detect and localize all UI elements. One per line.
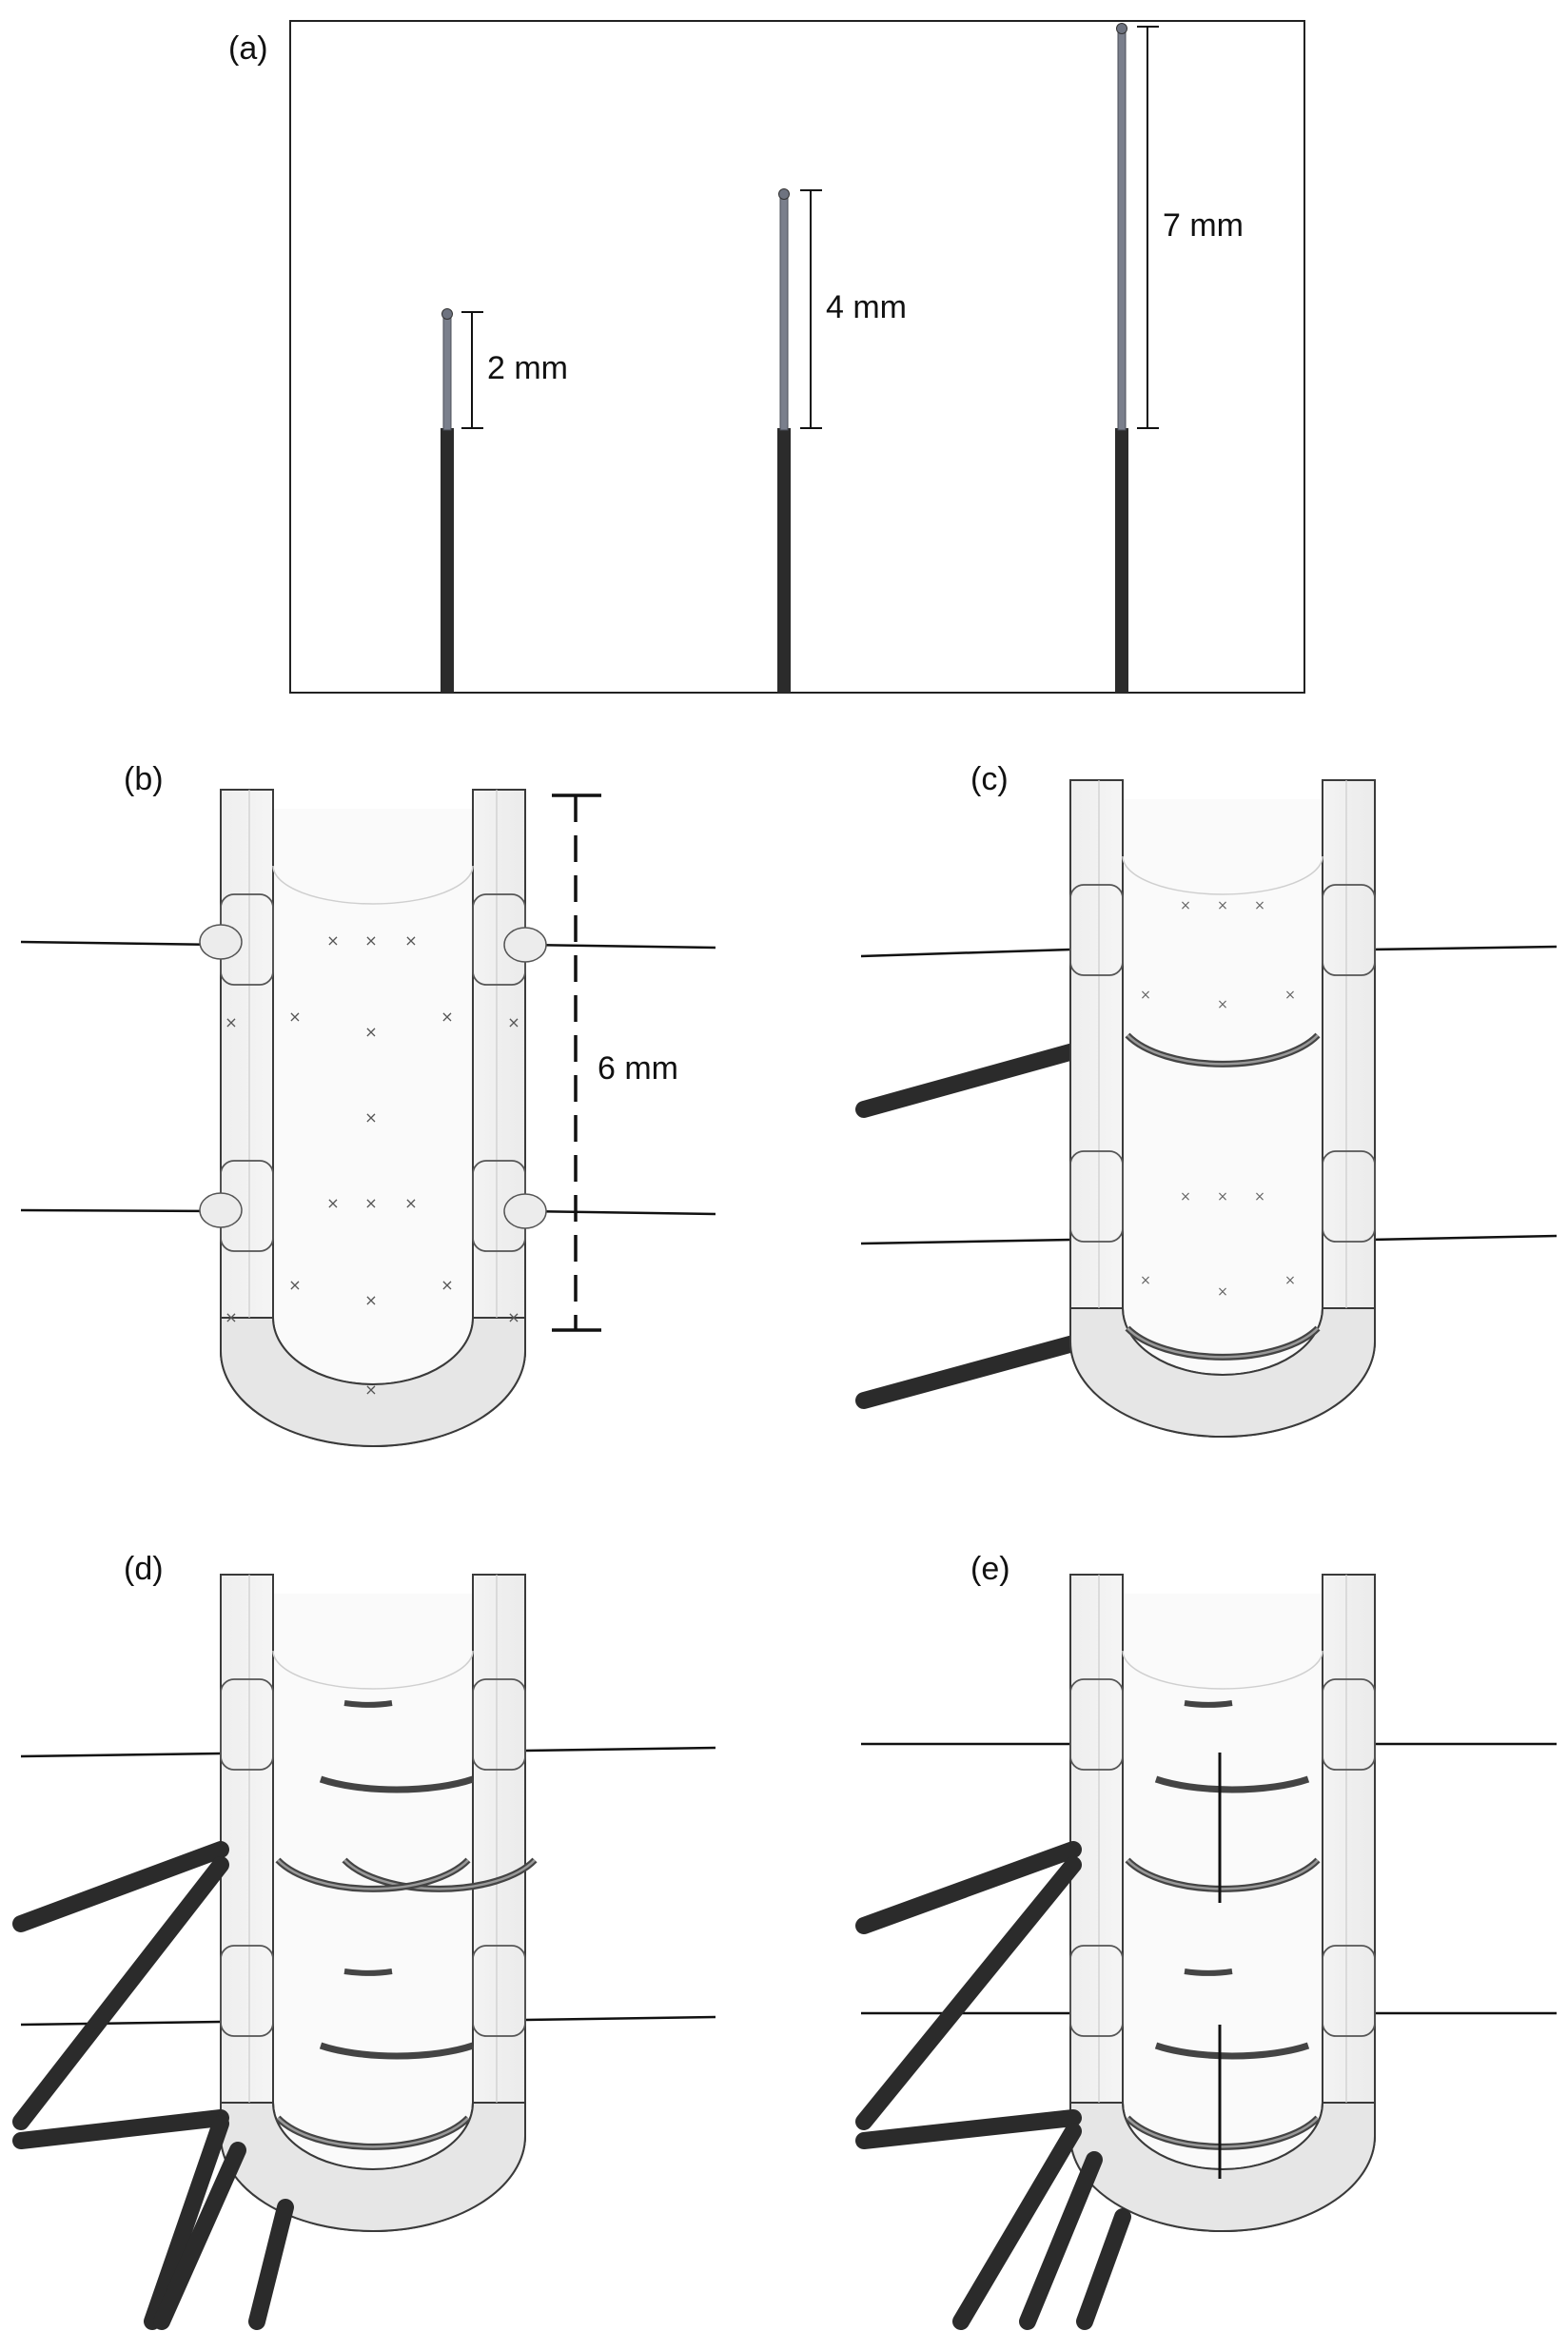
- svg-text:×: ×: [1254, 898, 1265, 913]
- svg-text:×: ×: [441, 1276, 453, 1294]
- electrode-tip: [778, 188, 790, 200]
- panel-b: (b) × × × × × × × × × × × × × × × × × ×: [20, 761, 716, 1447]
- dimension-label-2mm: 2 mm: [487, 350, 568, 386]
- electrode-rod: [441, 428, 454, 693]
- dimension-label-4mm: 4 mm: [826, 289, 907, 325]
- electrode-needle: [779, 195, 789, 431]
- panel-c: (c) × × × × × × × × × × × ×: [855, 761, 1558, 1438]
- panel-e-label: (e): [970, 1551, 1010, 1587]
- electrode-4mm: 4 mm: [777, 188, 907, 693]
- electrode-arcs: [1127, 1700, 1318, 2146]
- svg-text:×: ×: [507, 1308, 519, 1326]
- svg-text:×: ×: [225, 1308, 237, 1326]
- svg-text:×: ×: [364, 1023, 377, 1041]
- svg-text:×: ×: [364, 1194, 377, 1212]
- electrode-marks: × × × × × × × × × × × × × × × × × ×: [225, 931, 519, 1399]
- svg-text:×: ×: [326, 931, 339, 950]
- svg-text:×: ×: [225, 1013, 237, 1031]
- connector-bumps: [199, 924, 547, 1229]
- svg-text:×: ×: [1140, 1273, 1151, 1288]
- electrode-marks: × × × × × × × × × × × ×: [1140, 898, 1296, 1300]
- svg-text:×: ×: [364, 1291, 377, 1309]
- panel-a-label: (a): [228, 30, 268, 67]
- dimension-bracket: [800, 189, 822, 429]
- wires: [20, 1746, 716, 2027]
- svg-text:×: ×: [1254, 1189, 1265, 1205]
- electrode-rod: [1115, 428, 1128, 693]
- electrode-arcs: [278, 1700, 535, 2146]
- svg-text:×: ×: [364, 931, 377, 950]
- electrode-needle: [442, 315, 452, 431]
- svg-text:×: ×: [364, 1108, 377, 1126]
- panel-d: (d): [12, 1551, 716, 2330]
- dimension-bracket: [461, 311, 483, 429]
- electrode-rod: [777, 428, 791, 693]
- svg-text:×: ×: [1217, 1284, 1228, 1300]
- electrode-tip: [441, 308, 453, 320]
- svg-text:×: ×: [1180, 1189, 1191, 1205]
- electrode-7mm: 7 mm: [1115, 23, 1244, 693]
- electrode-needle: [1117, 29, 1127, 431]
- wires: [861, 1742, 1557, 2015]
- wires: [20, 940, 716, 1216]
- thick-rods: [855, 1043, 1082, 1409]
- svg-text:×: ×: [1140, 988, 1151, 1003]
- svg-text:×: ×: [404, 1194, 417, 1212]
- thick-rods: [855, 1841, 1131, 2330]
- panel-e: (e): [855, 1551, 1557, 2330]
- svg-text:×: ×: [507, 1013, 519, 1031]
- device-body: [1069, 1574, 1376, 2232]
- thick-rods: [12, 1841, 294, 2330]
- dimension-label-7mm: 7 mm: [1163, 207, 1244, 244]
- svg-text:×: ×: [288, 1008, 301, 1026]
- device-body: [1069, 779, 1376, 1438]
- wires: [860, 945, 1558, 1245]
- svg-text:×: ×: [288, 1276, 301, 1294]
- svg-text:×: ×: [1217, 997, 1228, 1012]
- svg-text:×: ×: [326, 1194, 339, 1212]
- svg-text:×: ×: [1217, 1189, 1228, 1205]
- svg-text:×: ×: [441, 1008, 453, 1026]
- panel-a-frame: [289, 20, 1305, 694]
- svg-text:×: ×: [1217, 898, 1228, 913]
- panel-a: (a) 2 mm 4 mm: [228, 20, 1305, 694]
- panel-b-label: (b): [124, 761, 164, 797]
- device-body: [220, 1574, 526, 2232]
- svg-text:×: ×: [364, 1381, 377, 1399]
- dimension-label-6mm: 6 mm: [598, 1050, 678, 1087]
- svg-text:×: ×: [1284, 988, 1296, 1003]
- dimension-6mm: [552, 793, 601, 1332]
- electrode-2mm: 2 mm: [441, 308, 568, 693]
- svg-text:×: ×: [404, 931, 417, 950]
- panel-d-label: (d): [124, 1551, 164, 1587]
- panel-c-label: (c): [970, 761, 1009, 797]
- svg-text:×: ×: [1284, 1273, 1296, 1288]
- electrode-tip: [1116, 23, 1127, 34]
- dimension-bracket: [1137, 26, 1159, 429]
- svg-text:×: ×: [1180, 898, 1191, 913]
